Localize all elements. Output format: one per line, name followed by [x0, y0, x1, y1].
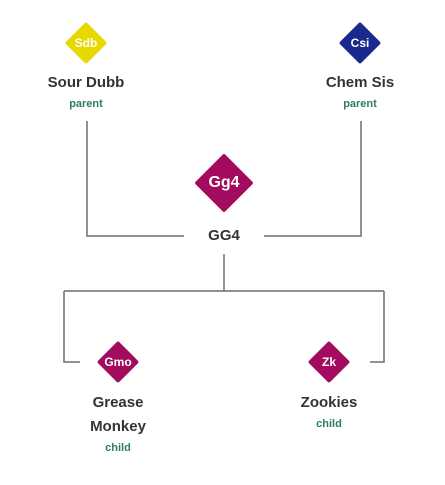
parent-node-sour-dubb[interactable]: Sdb Sour Dubb parent [6, 21, 166, 117]
zookies-name: Zookies [300, 394, 358, 411]
connector-to-grease-monkey [63, 291, 80, 363]
connector-chem-sis-to-gg4 [253, 121, 362, 237]
child-node-zookies[interactable]: Zk Zookies child [249, 340, 409, 435]
grease-monkey-abbr: Gmo [104, 355, 132, 369]
child-node-grease-monkey[interactable]: Gmo Grease Monkey child [38, 340, 198, 460]
connector-to-zookies [370, 291, 385, 363]
grease-monkey-name-line2: Monkey [90, 418, 146, 435]
sour-dubb-role: parent [69, 98, 103, 110]
connector-sour-dubb-to-gg4 [86, 121, 193, 237]
grease-monkey-name-line1: Grease [92, 394, 144, 411]
sour-dubb-abbr: Sdb [74, 36, 98, 50]
zookies-role: child [316, 418, 342, 430]
chem-sis-name: Chem Sis [325, 74, 395, 91]
chem-sis-role: parent [343, 98, 377, 110]
grease-monkey-role: child [105, 442, 131, 454]
chem-sis-abbr: Csi [350, 36, 370, 50]
gg4-abbr: Gg4 [208, 174, 240, 191]
strain-label-box: GG4 [184, 224, 264, 248]
zookies-abbr: Zk [321, 355, 336, 369]
strain-node-gg4[interactable]: Gg4 [144, 153, 304, 213]
sour-dubb-name: Sour Dubb [47, 74, 125, 91]
parent-node-chem-sis[interactable]: Csi Chem Sis parent [280, 21, 440, 117]
gg4-name: GG4 [208, 227, 240, 244]
